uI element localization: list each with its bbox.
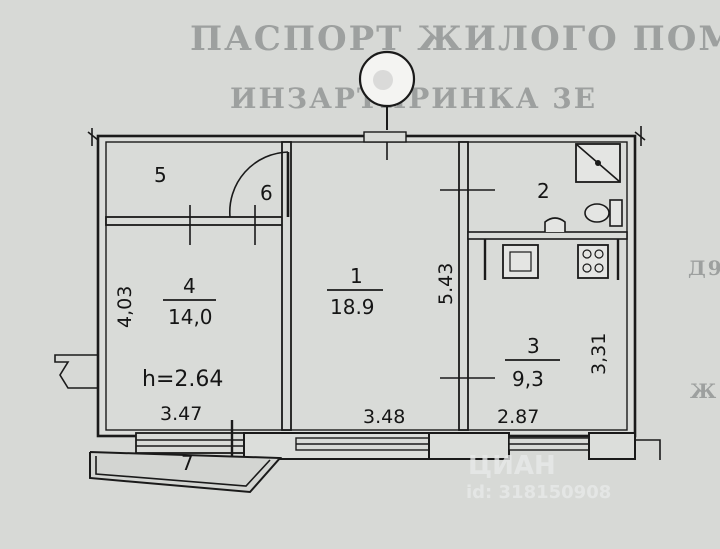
kitchen-sink-icon [502, 244, 539, 279]
side-mark-top: Д9 [688, 256, 720, 280]
dim-room1-height: 5.43 [435, 263, 457, 305]
room-2-number: 2 [537, 179, 550, 203]
top-window [363, 131, 407, 143]
watermark-id: id: 318150908 [466, 482, 611, 503]
watermark-brand: ЦИАН [468, 451, 556, 481]
interior-walls [105, 132, 628, 431]
dim-room3-height: 3,31 [588, 333, 610, 375]
bottom-windows [135, 420, 661, 460]
left-ledge [54, 354, 98, 389]
dim-room4-height: 4,03 [114, 286, 136, 328]
shower-icon [575, 143, 621, 183]
stove-icon [577, 244, 609, 279]
dim-width-left: 3.47 [160, 403, 202, 425]
side-mark-bottom: Ж [690, 379, 718, 403]
washbasin-icon [544, 217, 566, 232]
passport-title: ПАСПОРТ ЖИЛОГО ПОМЕЩ [190, 19, 720, 59]
toilet-icon [584, 199, 623, 227]
room-3-area: 9,3 [512, 367, 544, 391]
dim-width-mid: 3.48 [363, 406, 405, 428]
room-7-number: 7 [181, 451, 194, 475]
room-4-area: 14,0 [168, 305, 213, 329]
room-3-number: 3 [527, 334, 540, 358]
room-1-area: 18.9 [330, 295, 375, 319]
room-4-number: 4 [183, 274, 196, 298]
balcony-7 [89, 451, 283, 494]
dim-width-right: 2.87 [497, 406, 539, 428]
room-6-number: 6 [260, 181, 273, 205]
ceiling-height: h=2.64 [142, 367, 223, 392]
room-5-number: 5 [154, 163, 167, 187]
compass-icon [358, 50, 416, 130]
room-1-number: 1 [350, 264, 363, 288]
